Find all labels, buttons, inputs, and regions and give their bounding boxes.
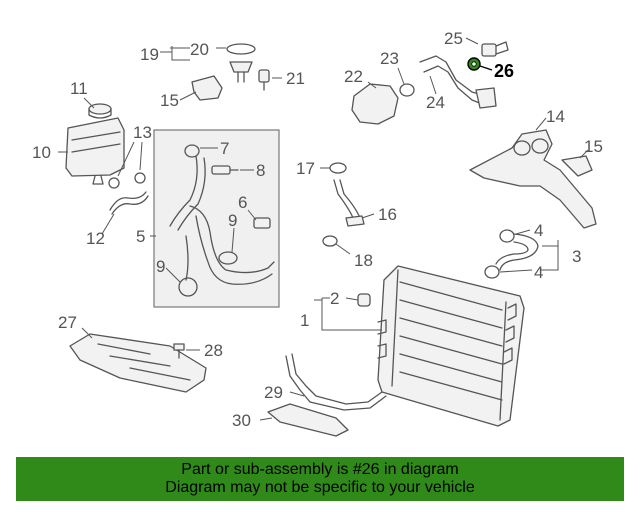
callout-13: 13 [133, 123, 152, 142]
thermostat[interactable] [229, 61, 253, 83]
callout-17: 17 [296, 159, 315, 178]
lower-shield[interactable] [267, 403, 349, 437]
callout-5: 5 [136, 227, 145, 246]
hose-connector[interactable] [253, 217, 271, 229]
callout-10: 10 [32, 143, 51, 162]
callout-30: 30 [232, 411, 251, 430]
callout-7: 7 [220, 139, 229, 158]
vent-tube-bracket[interactable] [345, 215, 365, 227]
callout-6: 6 [238, 193, 247, 212]
callout-25: 25 [444, 29, 463, 48]
callout-8: 8 [256, 161, 265, 180]
pipe-outlet[interactable] [475, 87, 497, 109]
thermostat-housing[interactable] [351, 83, 399, 125]
overflow-hose[interactable] [109, 191, 149, 215]
callout-4-upper: 4 [534, 221, 543, 240]
vent-tube[interactable] [333, 179, 361, 221]
callout-15-right: 15 [584, 137, 603, 156]
manifold-port-1 [513, 140, 531, 156]
lower-air-deflector[interactable] [69, 333, 207, 393]
callout-27: 27 [58, 313, 77, 332]
callout-28: 28 [204, 341, 223, 360]
leader-lines [58, 37, 589, 421]
callout-23: 23 [380, 49, 399, 68]
hose-clamp-lower[interactable] [178, 277, 198, 297]
callout-24: 24 [426, 93, 445, 112]
callout-1: 1 [300, 311, 309, 330]
thermostat-seal[interactable] [226, 43, 256, 55]
callout-12: 12 [86, 229, 105, 248]
hose-clamp-upper[interactable] [218, 251, 238, 265]
callout-20: 20 [190, 40, 209, 59]
callout-2: 2 [330, 289, 339, 308]
callout-4-lower: 4 [534, 263, 543, 282]
callout-16: 16 [378, 205, 397, 224]
callout-14: 14 [546, 107, 565, 126]
vent-seal-17[interactable] [329, 162, 347, 174]
deflector-bolt[interactable] [173, 343, 185, 359]
manifold-bracket[interactable] [561, 155, 593, 177]
water-crossover-manifold[interactable] [469, 129, 597, 229]
vent-seal-18[interactable] [322, 235, 338, 247]
callout-29: 29 [264, 383, 283, 402]
upper-radiator-hose[interactable] [169, 155, 206, 231]
temperature-sensor[interactable] [211, 165, 239, 175]
parts-diagram: 19 20 21 15 11 10 13 12 5 7 8 6 9 9 17 1… [32, 29, 603, 437]
part-26-seal-highlighted[interactable] [467, 57, 481, 71]
callout-19: 19 [140, 45, 159, 64]
clamp-upper-4[interactable] [499, 229, 515, 243]
hose-clamp[interactable] [184, 144, 200, 158]
callout-9-lower: 9 [156, 257, 165, 276]
bleed-valve[interactable] [481, 41, 509, 57]
info-banner: Part or sub-assembly is #26 in diagram D… [16, 457, 624, 501]
housing-seal[interactable] [399, 83, 415, 97]
coolant-pipe[interactable] [419, 55, 487, 105]
coolant-reservoir[interactable] [65, 117, 125, 185]
callout-3: 3 [572, 247, 581, 266]
radiator[interactable] [377, 265, 525, 427]
banner-line-1: Part or sub-assembly is #26 in diagram [181, 461, 459, 478]
coolant-sensor-21[interactable] [258, 69, 270, 91]
callout-15-left: 15 [160, 91, 179, 110]
thermostat-gasket[interactable] [191, 75, 223, 101]
radiator-baffle[interactable] [285, 353, 387, 411]
drain-plug[interactable] [357, 293, 371, 307]
bypass-hose[interactable] [495, 233, 539, 271]
callout-18: 18 [354, 251, 373, 270]
manifold-port-2 [531, 138, 549, 154]
callout-26-highlighted: 26 [494, 61, 514, 81]
clamp-lower-4[interactable] [484, 265, 500, 279]
callout-9-upper: 9 [228, 211, 237, 230]
lower-radiator-hose[interactable] [185, 205, 275, 285]
hose-clamps[interactable] [108, 172, 146, 189]
callout-21: 21 [286, 69, 305, 88]
callout-22: 22 [344, 67, 363, 86]
reservoir-cap[interactable] [88, 103, 112, 119]
banner-line-2: Diagram may not be specific to your vehi… [165, 479, 475, 496]
deflector-ribs [97, 343, 191, 381]
callout-11: 11 [70, 79, 88, 98]
